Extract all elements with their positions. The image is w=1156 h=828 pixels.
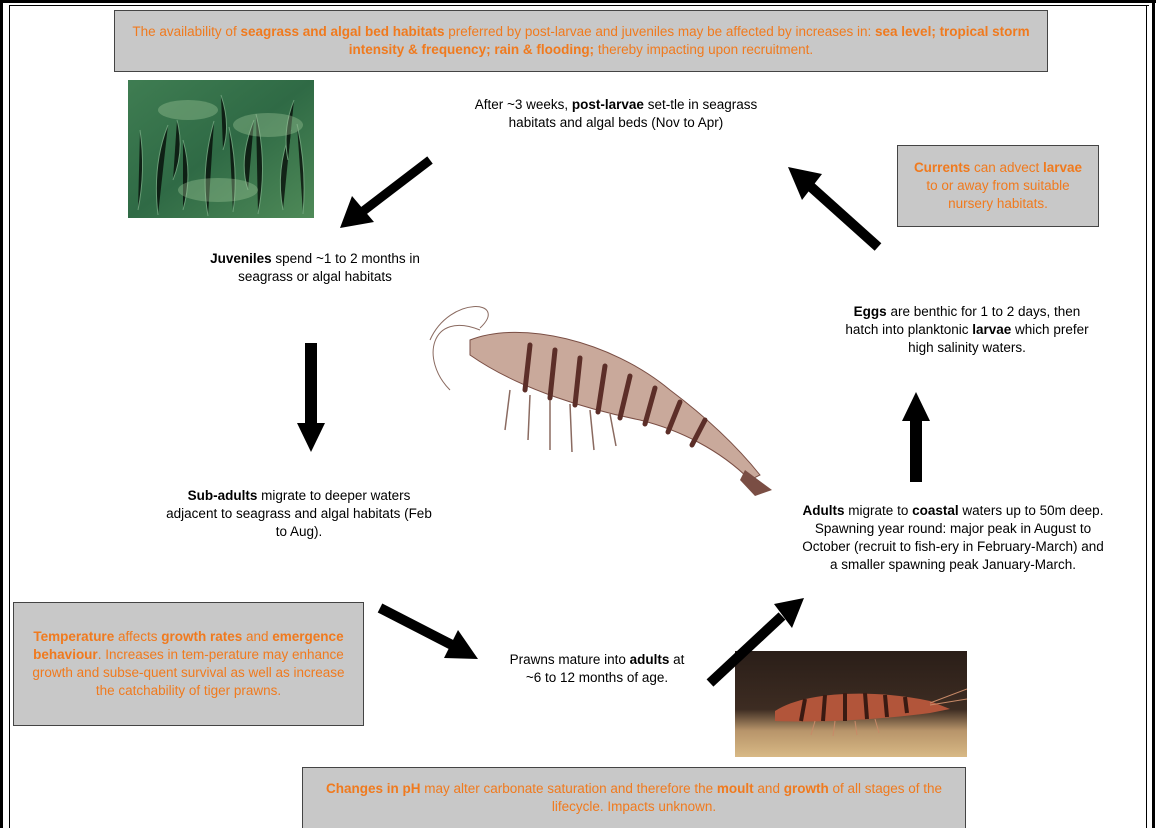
arrow-adults-to-eggs-icon xyxy=(902,392,930,482)
arrow-mature-to-adults-icon xyxy=(710,598,804,683)
arrow-postlarvae-to-juveniles-icon xyxy=(340,160,430,228)
arrow-subadults-to-mature-icon xyxy=(380,608,478,659)
arrow-juveniles-to-subadults-icon xyxy=(297,343,325,452)
arrow-eggs-to-postlarvae-icon xyxy=(788,167,878,247)
